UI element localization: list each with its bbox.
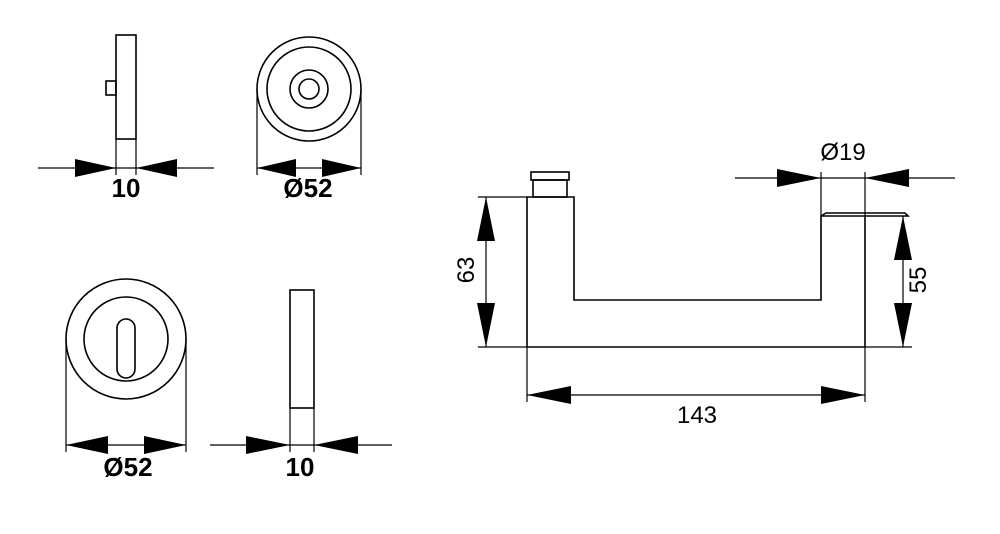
dim-handle-diameter: Ø19 [820, 139, 865, 166]
dim-key-rosette-diameter: Ø52 [103, 452, 152, 482]
rosette-side-view: 10 [38, 34, 214, 203]
dim-key-rosette-thickness: 10 [286, 452, 315, 482]
rosette-front-view: Ø52 [256, 36, 362, 203]
dim-handle-height-right: 55 [905, 267, 932, 294]
lever-handle-view: Ø19 63 55 143 [453, 139, 955, 429]
dim-handle-length: 143 [677, 402, 717, 429]
key-rosette-front-view: Ø52 [65, 278, 187, 482]
dim-rosette-thickness-top: 10 [112, 173, 141, 203]
keyhole-slot [116, 318, 136, 379]
dim-rosette-diameter-top: Ø52 [283, 173, 332, 203]
key-rosette-side-view: 10 [210, 289, 392, 482]
dim-handle-height-left: 63 [453, 257, 480, 284]
